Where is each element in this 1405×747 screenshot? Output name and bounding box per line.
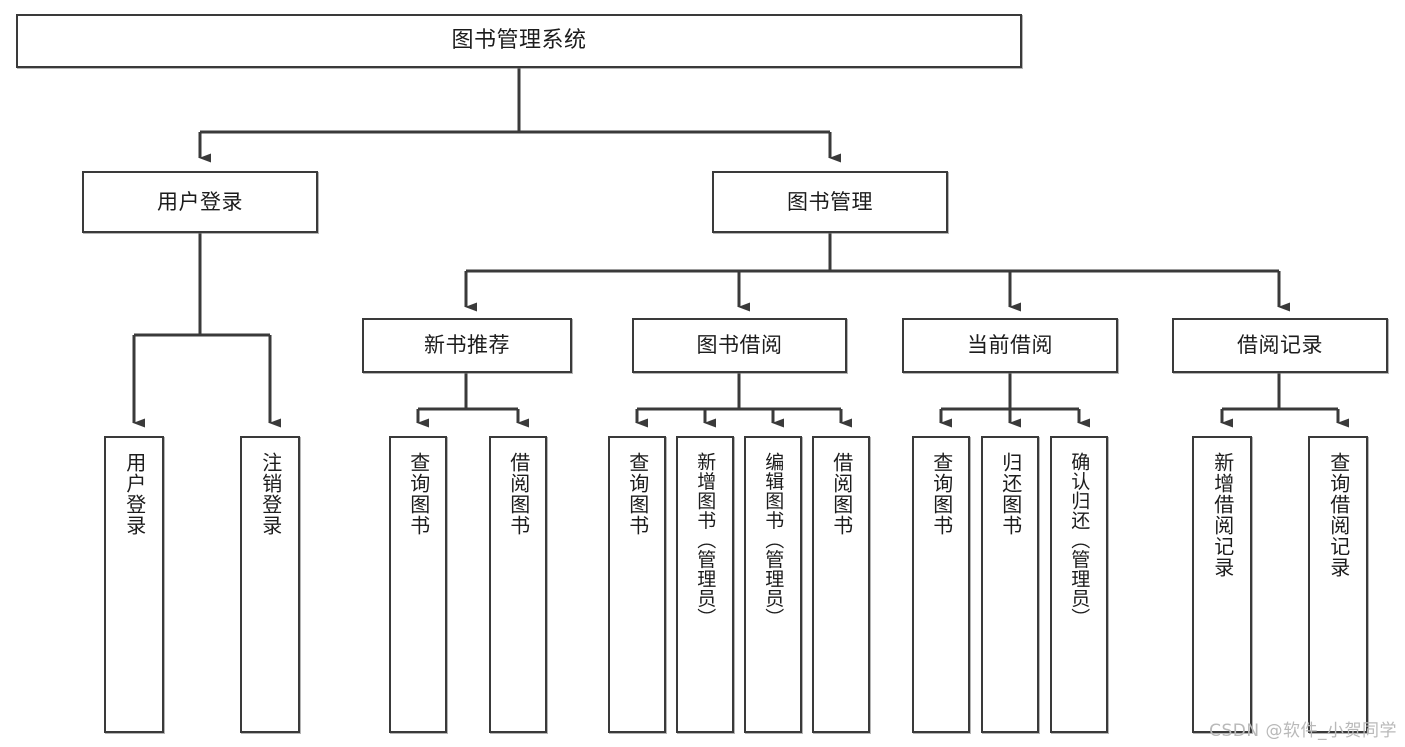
node-label: 借阅记录 xyxy=(1237,333,1323,358)
node-label: 借阅图书 xyxy=(829,452,854,536)
leaf-query-book-current[interactable]: 查询图书 xyxy=(912,436,970,733)
node-label: 查询图书 xyxy=(406,452,431,536)
leaf-user-login[interactable]: 用户登录 xyxy=(104,436,164,733)
node-label: 用户登录 xyxy=(122,452,147,536)
node-label: 新增图书（管理员） xyxy=(694,452,717,628)
leaf-borrow-book-recommend[interactable]: 借阅图书 xyxy=(489,436,547,733)
node-label: 用户登录 xyxy=(157,189,243,214)
watermark-csdn: CSDN @软件_小贺同学 xyxy=(1209,721,1397,741)
node-root-book-management-system[interactable]: 图书管理系统 xyxy=(16,14,1022,68)
leaf-query-borrow-record[interactable]: 查询借阅记录 xyxy=(1308,436,1368,733)
node-label: 编辑图书（管理员） xyxy=(762,452,785,628)
node-borrow-record[interactable]: 借阅记录 xyxy=(1172,318,1388,373)
node-label: 注销登录 xyxy=(258,452,283,536)
node-label: 查询图书 xyxy=(625,452,650,536)
node-label: 图书管理系统 xyxy=(451,28,587,54)
node-label: 借阅图书 xyxy=(506,452,531,536)
node-label: 图书管理 xyxy=(787,189,873,214)
leaf-confirm-return-admin[interactable]: 确认归还（管理员） xyxy=(1050,436,1108,733)
node-label: 新增借阅记录 xyxy=(1210,452,1235,578)
leaf-add-book-admin[interactable]: 新增图书（管理员） xyxy=(676,436,734,733)
node-book-management[interactable]: 图书管理 xyxy=(712,171,948,233)
leaf-user-logout[interactable]: 注销登录 xyxy=(240,436,300,733)
leaf-add-borrow-record[interactable]: 新增借阅记录 xyxy=(1192,436,1252,733)
leaf-borrow-book[interactable]: 借阅图书 xyxy=(812,436,870,733)
leaf-query-book-borrow[interactable]: 查询图书 xyxy=(608,436,666,733)
node-current-borrow[interactable]: 当前借阅 xyxy=(902,318,1118,373)
node-label: 当前借阅 xyxy=(967,333,1053,358)
node-label: 确认归还（管理员） xyxy=(1068,452,1091,628)
node-new-book-recommend[interactable]: 新书推荐 xyxy=(362,318,572,373)
leaf-edit-book-admin[interactable]: 编辑图书（管理员） xyxy=(744,436,802,733)
node-book-borrow[interactable]: 图书借阅 xyxy=(632,318,847,373)
node-label: 图书借阅 xyxy=(696,333,783,358)
node-label: 查询借阅记录 xyxy=(1326,452,1351,578)
leaf-query-book-recommend[interactable]: 查询图书 xyxy=(389,436,447,733)
leaf-return-book[interactable]: 归还图书 xyxy=(981,436,1039,733)
node-label: 归还图书 xyxy=(998,452,1023,536)
node-label: 查询图书 xyxy=(929,452,954,536)
node-user-login[interactable]: 用户登录 xyxy=(82,171,318,233)
node-label: 新书推荐 xyxy=(424,333,510,358)
